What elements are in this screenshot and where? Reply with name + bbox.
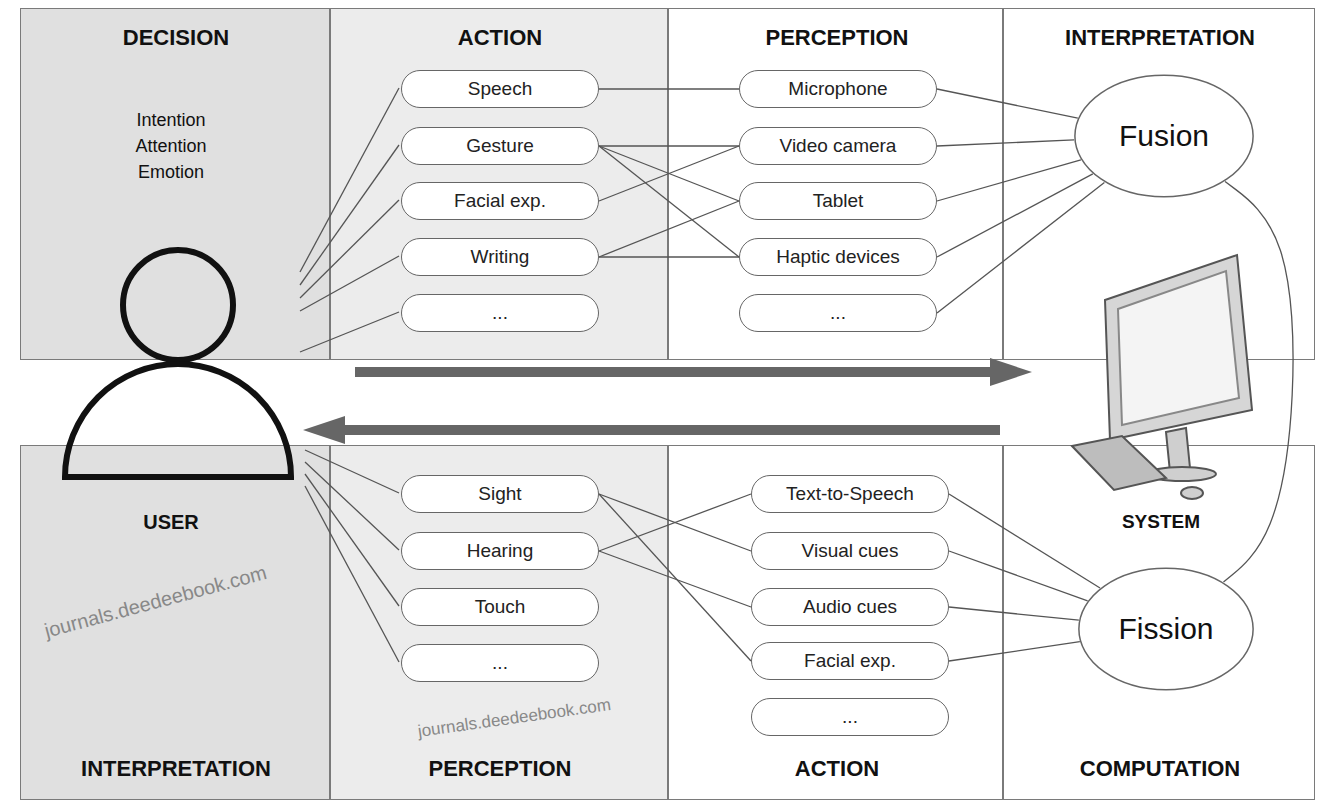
connector-line xyxy=(599,551,751,607)
modality-pill: Audio cues xyxy=(751,588,949,626)
connector-line xyxy=(949,642,1080,661)
connector-line xyxy=(937,140,1074,146)
node-label: Text-to-Speech xyxy=(786,483,914,505)
node-label: ... xyxy=(492,302,508,324)
flow-arrows xyxy=(303,358,1032,444)
node-label: Hearing xyxy=(467,540,534,562)
connector-line xyxy=(937,174,1093,257)
panel-body: COMPUTATION xyxy=(1010,756,1310,781)
node-label: Tablet xyxy=(813,190,864,212)
stage-panel: PERCEPTION MicrophoneVideo cameraTabletHa… xyxy=(668,8,1003,360)
modality-pill: Hearing xyxy=(401,532,599,570)
connector-line xyxy=(599,494,751,551)
connector-line xyxy=(1223,182,1293,583)
modality-pill: Facial exp. xyxy=(401,182,599,220)
modality-pill: ... xyxy=(401,294,599,332)
connector-line xyxy=(599,494,751,661)
modality-pill: Video camera xyxy=(739,127,937,165)
connector-line xyxy=(599,145,739,146)
panel-heading: PERCEPTION xyxy=(340,756,660,781)
node-label: Audio cues xyxy=(803,596,897,618)
node-label: Facial exp. xyxy=(804,650,896,672)
modality-pill: Microphone xyxy=(739,70,937,108)
stage-panel: DECISION Intention Attention Emotion xyxy=(20,8,330,360)
stage-panel: ACTION SpeechGestureFacial exp. Writing... xyxy=(330,8,668,360)
modality-pill: ... xyxy=(751,698,949,736)
modality-pill: Touch xyxy=(401,588,599,626)
connector-line xyxy=(937,89,1078,118)
panel-heading: ACTION xyxy=(677,756,997,781)
node-label: ... xyxy=(492,652,508,674)
modality-pill: ... xyxy=(401,644,599,682)
node-label: Sight xyxy=(478,483,521,505)
node-label: Fission xyxy=(1118,612,1213,646)
node-label: Touch xyxy=(475,596,526,618)
computer-icon xyxy=(1072,255,1252,499)
modality-pill: Writing xyxy=(401,238,599,276)
panel-heading: DECISION xyxy=(26,25,326,50)
connector-line xyxy=(599,494,751,551)
modality-pill: Haptic devices xyxy=(739,238,937,276)
modality-pill: Gesture xyxy=(401,127,599,165)
node-label: Microphone xyxy=(788,78,887,100)
stage-panel: ACTION Text-to-SpeechVisual cuesAudio cue… xyxy=(668,445,1003,800)
node-label: Fusion xyxy=(1119,119,1209,153)
node-label: ... xyxy=(842,706,858,728)
panel-heading: USER xyxy=(71,511,271,534)
node-label: Facial exp. xyxy=(454,190,546,212)
panel-heading: PERCEPTION xyxy=(677,25,997,50)
node-label: ... xyxy=(830,302,846,324)
node-label: Gesture xyxy=(466,135,534,157)
modality-pill: Sight xyxy=(401,475,599,513)
panel-heading: ACTION xyxy=(340,25,660,50)
connector-line xyxy=(937,160,1081,201)
panel-body: Intention Attention Emotion xyxy=(115,107,227,185)
connector-line xyxy=(937,182,1104,313)
node-label: Haptic devices xyxy=(776,246,900,268)
modality-pill: Facial exp. xyxy=(751,642,949,680)
modality-pill: Visual cues xyxy=(751,532,949,570)
connector-line xyxy=(599,88,739,89)
modality-pill: Tablet xyxy=(739,182,937,220)
process-ellipse: Fission xyxy=(1078,567,1254,691)
node-label: Speech xyxy=(468,78,532,100)
node-label: Video camera xyxy=(780,135,897,157)
process-ellipse: Fusion xyxy=(1074,74,1254,198)
connector-line xyxy=(599,146,739,257)
panel-body: INTERPRETATION xyxy=(26,756,326,781)
modality-pill: Text-to-Speech xyxy=(751,475,949,513)
panel-heading: SYSTEM xyxy=(1061,511,1261,533)
connector-line xyxy=(949,494,1100,588)
connector-line xyxy=(599,201,739,257)
panel-heading: INTERPRETATION xyxy=(1010,25,1310,50)
connector-line xyxy=(599,146,739,201)
node-label: Visual cues xyxy=(802,540,899,562)
connector-line xyxy=(599,256,739,257)
modality-pill: ... xyxy=(739,294,937,332)
user-icon xyxy=(65,250,291,477)
stage-panel: SYSTEM COMPUTATION Fission xyxy=(1003,445,1315,800)
stage-panel: PERCEPTION SightHearingTouch... xyxy=(330,445,668,800)
modality-pill: Speech xyxy=(401,70,599,108)
connector-line xyxy=(949,607,1079,620)
node-label: Writing xyxy=(471,246,530,268)
connector-line xyxy=(949,551,1088,601)
connector-line xyxy=(599,146,739,201)
